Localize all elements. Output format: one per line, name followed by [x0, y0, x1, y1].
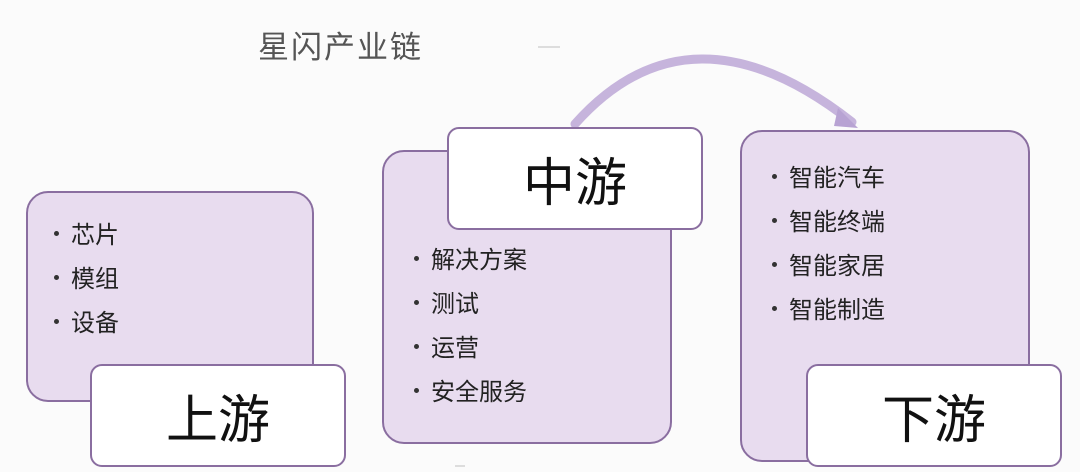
list-item: 智能家居	[772, 244, 885, 288]
diagram-title: 星闪产业链	[258, 30, 423, 66]
list-item: 芯片	[54, 213, 119, 257]
bullet-icon	[772, 261, 777, 267]
decorative-speck	[455, 465, 465, 467]
list-item-text: 芯片	[71, 221, 119, 249]
list-item: 解决方案	[414, 238, 527, 282]
list-item-text: 解决方案	[431, 246, 527, 274]
list-item-text: 智能家居	[789, 252, 885, 280]
list-item: 智能终端	[772, 200, 885, 244]
list-item: 设备	[54, 301, 119, 345]
midstream-label: 中游	[447, 127, 703, 230]
bullet-icon	[414, 387, 419, 393]
bullet-icon	[414, 299, 419, 305]
upstream-item-list: 芯片 模组 设备	[54, 213, 119, 345]
bullet-icon	[414, 255, 419, 261]
list-item-text: 测试	[431, 290, 479, 318]
list-item: 智能制造	[772, 288, 885, 332]
list-item-text: 设备	[71, 309, 119, 337]
bullet-icon	[772, 305, 777, 311]
list-item-text: 智能制造	[789, 296, 885, 324]
list-item: 安全服务	[414, 370, 527, 414]
bullet-icon	[414, 343, 419, 349]
downstream-item-list: 智能汽车 智能终端 智能家居 智能制造	[772, 156, 885, 332]
bullet-icon	[772, 173, 777, 179]
bullet-icon	[54, 230, 59, 236]
list-item-text: 安全服务	[431, 378, 527, 406]
list-item: 模组	[54, 257, 119, 301]
bullet-icon	[772, 217, 777, 223]
list-item-text: 智能终端	[789, 208, 885, 236]
list-item: 智能汽车	[772, 156, 885, 200]
upstream-label: 上游	[90, 364, 346, 467]
bullet-icon	[54, 318, 59, 324]
list-item-text: 运营	[431, 334, 479, 362]
list-item: 运营	[414, 326, 527, 370]
decorative-speck	[538, 46, 560, 48]
bullet-icon	[54, 274, 59, 280]
list-item: 测试	[414, 282, 527, 326]
midstream-item-list: 解决方案 测试 运营 安全服务	[414, 238, 527, 414]
list-item-text: 智能汽车	[789, 164, 885, 192]
downstream-label: 下游	[806, 364, 1062, 467]
list-item-text: 模组	[71, 265, 119, 293]
